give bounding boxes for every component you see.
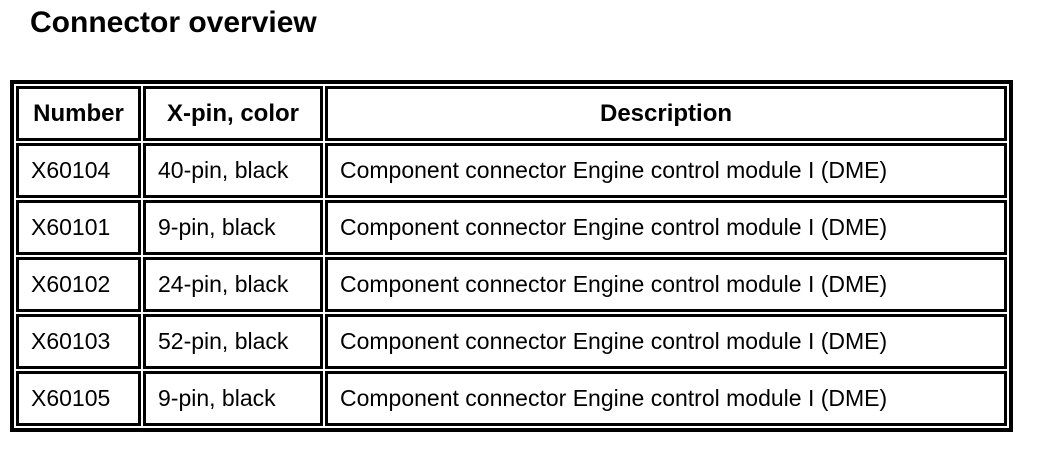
cell-description: Component connector Engine control modul… bbox=[325, 314, 1007, 369]
cell-pin-color: 9-pin, black bbox=[143, 200, 323, 255]
table-row: X60101 9-pin, black Component connector … bbox=[16, 200, 1007, 255]
column-header-number: Number bbox=[16, 86, 141, 141]
cell-description: Component connector Engine control modul… bbox=[325, 143, 1007, 198]
cell-number: X60103 bbox=[16, 314, 141, 369]
cell-pin-color: 40-pin, black bbox=[143, 143, 323, 198]
table-row: X60103 52-pin, black Component connector… bbox=[16, 314, 1007, 369]
cell-pin-color: 9-pin, black bbox=[143, 371, 323, 426]
table-header-row: Number X-pin, color Description bbox=[16, 86, 1007, 141]
table-row: X60104 40-pin, black Component connector… bbox=[16, 143, 1007, 198]
cell-number: X60105 bbox=[16, 371, 141, 426]
page-title: Connector overview bbox=[30, 6, 317, 39]
table-row: X60105 9-pin, black Component connector … bbox=[16, 371, 1007, 426]
column-header-pin-color: X-pin, color bbox=[143, 86, 323, 141]
column-header-description: Description bbox=[325, 86, 1007, 141]
table-row: X60102 24-pin, black Component connector… bbox=[16, 257, 1007, 312]
cell-number: X60104 bbox=[16, 143, 141, 198]
cell-pin-color: 52-pin, black bbox=[143, 314, 323, 369]
cell-description: Component connector Engine control modul… bbox=[325, 371, 1007, 426]
cell-number: X60101 bbox=[16, 200, 141, 255]
cell-description: Component connector Engine control modul… bbox=[325, 257, 1007, 312]
table-body: X60104 40-pin, black Component connector… bbox=[16, 143, 1007, 426]
cell-number: X60102 bbox=[16, 257, 141, 312]
connector-overview-table: Number X-pin, color Description X60104 4… bbox=[10, 80, 1013, 432]
cell-description: Component connector Engine control modul… bbox=[325, 200, 1007, 255]
cell-pin-color: 24-pin, black bbox=[143, 257, 323, 312]
